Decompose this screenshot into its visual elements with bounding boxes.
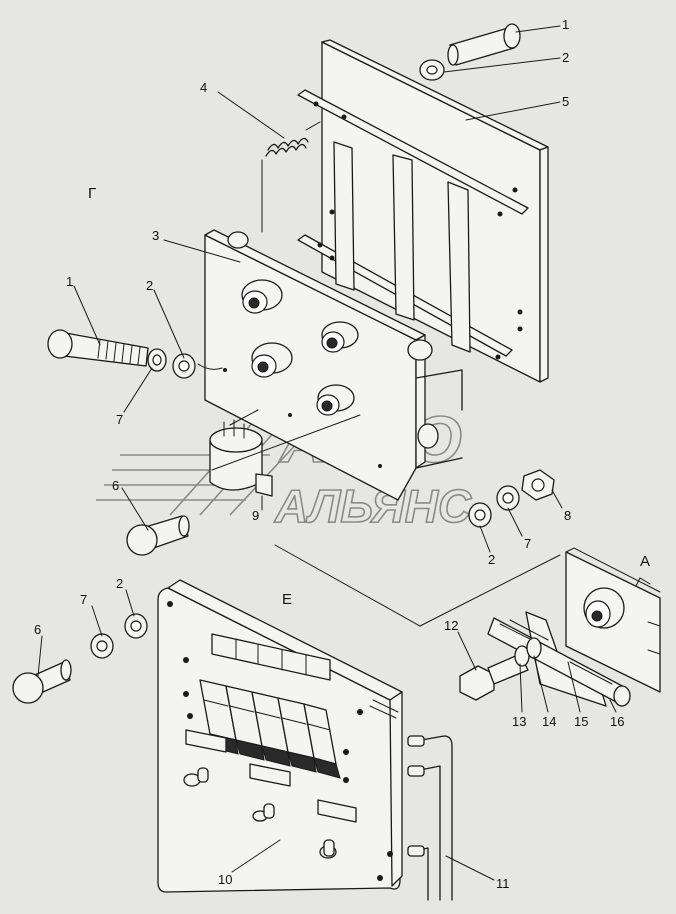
- label-p1-top: 1: [562, 17, 569, 32]
- washer-top: [419, 59, 445, 81]
- bolt-left: [47, 329, 223, 379]
- label-p2-right: 2: [488, 552, 495, 567]
- label-p12: 12: [444, 618, 458, 633]
- view-label-e: Е: [282, 591, 292, 608]
- label-p2-top: 2: [562, 50, 569, 65]
- rear-plate: [297, 39, 549, 383]
- view-label-g: Г: [88, 185, 96, 202]
- washer-right-7: [496, 485, 520, 511]
- watermark-logo-icon: [96, 419, 301, 516]
- detail-a: [459, 547, 661, 707]
- label-p13: 13: [512, 714, 526, 729]
- label-p7-right: 7: [524, 536, 531, 551]
- watermark-line2: АЛЬЯНС: [274, 480, 472, 532]
- label-p2-low: 2: [116, 576, 123, 591]
- front-plate: [204, 229, 463, 501]
- view-labels: Г Е А: [88, 185, 650, 608]
- label-p8: 8: [564, 508, 571, 523]
- nut-right: [521, 469, 555, 501]
- relay-module: [209, 409, 361, 497]
- label-p5: 5: [562, 94, 569, 109]
- label-p7-low: 7: [80, 592, 87, 607]
- label-p15: 15: [574, 714, 588, 729]
- label-p14: 14: [542, 714, 556, 729]
- label-p4: 4: [200, 80, 207, 95]
- bolt-mid: [126, 515, 190, 556]
- bolt-low: [12, 613, 148, 704]
- label-p10: 10: [218, 872, 232, 887]
- label-p6-low: 6: [34, 622, 41, 637]
- label-p7-left: 7: [116, 412, 123, 427]
- label-p3: 3: [152, 228, 159, 243]
- washer-right-2: [468, 502, 492, 528]
- spring: [261, 121, 321, 233]
- bolt-top: [447, 23, 521, 66]
- label-p11: 11: [496, 876, 510, 891]
- view-label-a: А: [640, 553, 650, 570]
- section-line: [274, 544, 561, 627]
- label-p16: 16: [610, 714, 624, 729]
- part-labels: 1 2 5 4 3 1 2 7 6 9 8 7 2 6 7 2 12 13 14…: [34, 17, 624, 891]
- label-p9: 9: [252, 508, 259, 523]
- label-p1-left: 1: [66, 274, 73, 289]
- leader-lines: [37, 25, 617, 881]
- wire-harness: [407, 735, 453, 901]
- label-p6-mid: 6: [112, 478, 119, 493]
- label-p2-left: 2: [146, 278, 153, 293]
- switch-panel: [157, 579, 403, 893]
